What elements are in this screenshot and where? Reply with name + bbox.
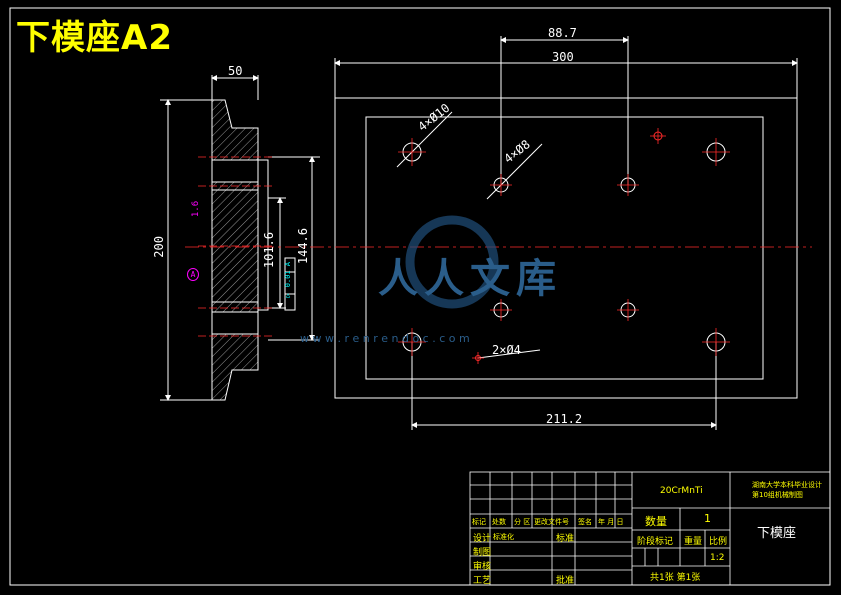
tolerance-frame-text: ▽ 0.01 A xyxy=(284,262,292,300)
tb-approve: 批准 xyxy=(556,576,575,586)
tb-col-count: 处数 xyxy=(492,518,506,526)
tb-row-review: 审核 xyxy=(473,562,492,572)
tb-material: 20CrMnTi xyxy=(660,486,703,496)
dim-side-inner-2: 144.6 xyxy=(296,228,310,265)
side-centerlines xyxy=(198,156,272,337)
dim-side-width: 50 xyxy=(228,64,243,78)
tb-row-draw: 制图 xyxy=(473,548,492,558)
tb-col-mark: 标记 xyxy=(472,518,486,526)
hole-note-d4: 2×Ø4 xyxy=(492,343,521,357)
tb-std-label-2: 标准 xyxy=(556,534,575,544)
tb-weight-label: 重量 xyxy=(684,537,703,547)
tb-scale-value: 1:2 xyxy=(710,553,725,563)
drawing-title: 下模座A2 xyxy=(16,18,173,58)
tb-scale-label: 比例 xyxy=(709,537,728,547)
title-block-grid xyxy=(469,471,831,586)
tb-school-line2: 第10组机械制图 xyxy=(752,491,803,499)
tb-col-sign: 签名 xyxy=(578,518,592,526)
tb-col-change: 更改文件号 xyxy=(534,518,569,526)
side-view xyxy=(160,75,320,401)
tb-stage-label: 阶段标记 xyxy=(637,537,674,547)
dim-side-inner-1: 101.6 xyxy=(262,232,276,269)
tb-qty-value: 1 xyxy=(704,512,711,525)
tb-col-date: 年 月 日 xyxy=(598,518,624,526)
watermark-logo xyxy=(405,215,499,309)
tb-std-label: 标准化 xyxy=(493,533,514,541)
tb-school: 湖南大学本科毕业设计 xyxy=(752,481,822,489)
tb-col-zone: 分 区 xyxy=(514,518,531,526)
tb-part-name: 下模座 xyxy=(757,526,797,541)
tb-sheet-info: 共1张 第1张 xyxy=(650,573,701,583)
dim-top-88-7: 88.7 xyxy=(548,26,577,40)
watermark-text: 人人文库 xyxy=(378,256,562,302)
datum-marker: A xyxy=(187,268,199,281)
tb-qty-label: 数量 xyxy=(645,515,667,528)
dim-bottom-211-2: 211.2 xyxy=(546,412,583,426)
tb-row-process: 工艺 xyxy=(473,576,492,586)
dim-side-height: 200 xyxy=(152,236,166,258)
tb-row-design: 设计 xyxy=(473,534,492,544)
roughness-symbol: 1.6 xyxy=(191,200,202,218)
sheet-border xyxy=(9,7,831,586)
front-view xyxy=(334,36,798,430)
watermark-url: w w w . r e n r e n d o c . c o m xyxy=(300,332,470,345)
dim-top-300: 300 xyxy=(552,50,574,64)
front-centerlines xyxy=(185,128,812,364)
